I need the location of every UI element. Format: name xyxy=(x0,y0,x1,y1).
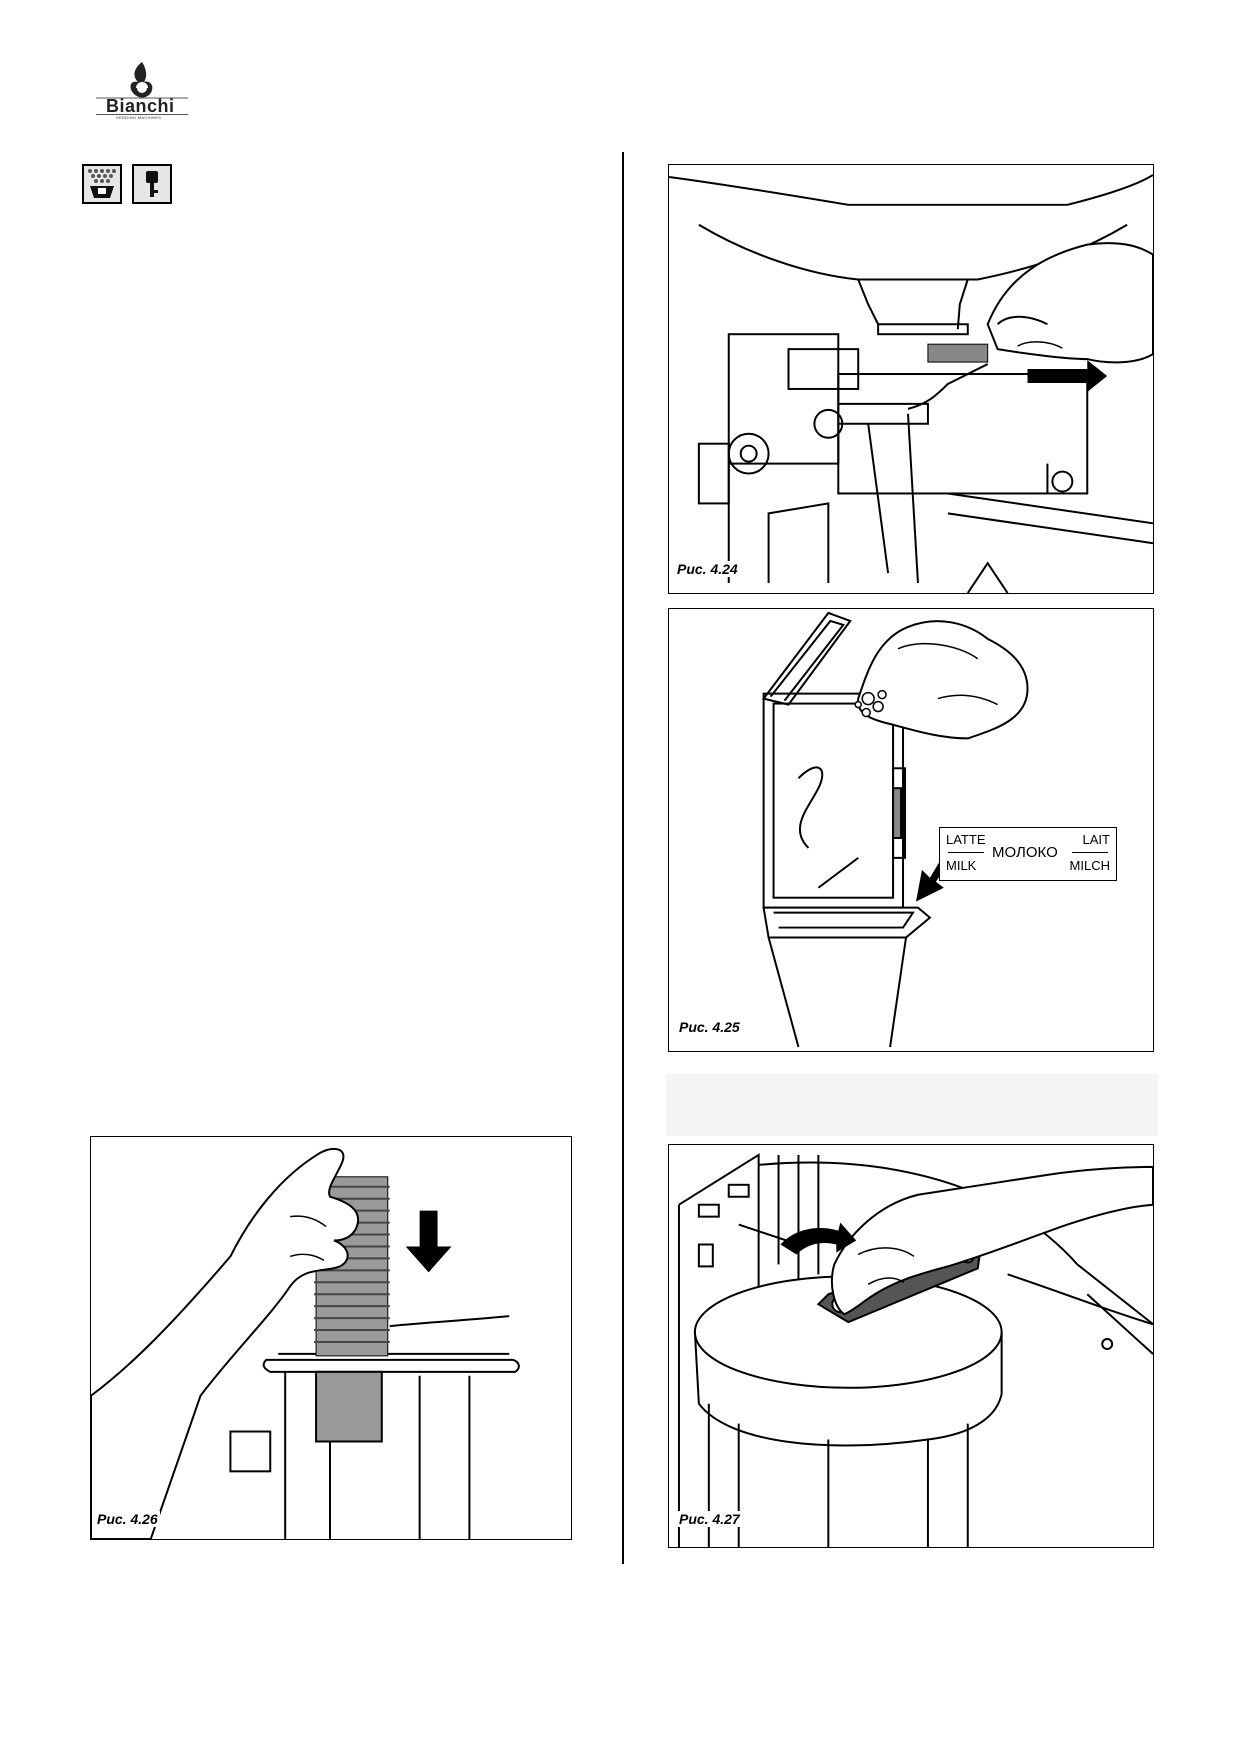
hand-drawing xyxy=(986,242,1153,364)
hand-drawing xyxy=(91,1147,360,1539)
label-top-left: LATTE xyxy=(946,832,986,847)
figure-4-26: Рис. 4.26 xyxy=(90,1136,572,1540)
label-center: МОЛОКО xyxy=(992,844,1058,861)
label-bottom-right: MILCH xyxy=(1069,858,1110,873)
column-divider xyxy=(622,152,624,1564)
hand-drawing xyxy=(830,1165,1153,1316)
hand-drawing xyxy=(857,620,1029,740)
flame-logo-icon xyxy=(96,62,188,99)
label-top-right: LAIT xyxy=(1082,832,1110,847)
brand-name: Bianchi xyxy=(106,96,175,116)
figure-4-24: Рис. 4.24 xyxy=(668,164,1154,594)
figure-4-27: Рис. 4.27 xyxy=(668,1144,1154,1548)
section-icons xyxy=(82,164,174,204)
milk-container-illustration xyxy=(761,611,1029,1048)
canister-lid-illustration xyxy=(677,1153,1153,1547)
label-bottom-left: MILK xyxy=(946,858,977,873)
figure-caption: Рис. 4.26 xyxy=(95,1511,160,1527)
scan-shading xyxy=(666,1074,1158,1136)
brand-logo: Bianchi VENDING MACHINES xyxy=(94,58,190,120)
figure-4-25: LATTE LAIT МОЛОКО MILK MILCH Рис. 4.25 xyxy=(668,608,1154,1052)
cleaning-icon xyxy=(82,164,122,204)
figure-caption: Рис. 4.27 xyxy=(677,1511,742,1527)
tube-illustration xyxy=(91,1147,520,1539)
figure-caption: Рис. 4.25 xyxy=(677,1019,742,1035)
figure-caption: Рис. 4.24 xyxy=(675,561,740,577)
brand-tagline: VENDING MACHINES xyxy=(116,115,162,120)
doser-illustration xyxy=(669,174,1153,593)
key-icon xyxy=(132,164,172,204)
milk-label: LATTE LAIT МОЛОКО MILK MILCH xyxy=(939,827,1117,881)
